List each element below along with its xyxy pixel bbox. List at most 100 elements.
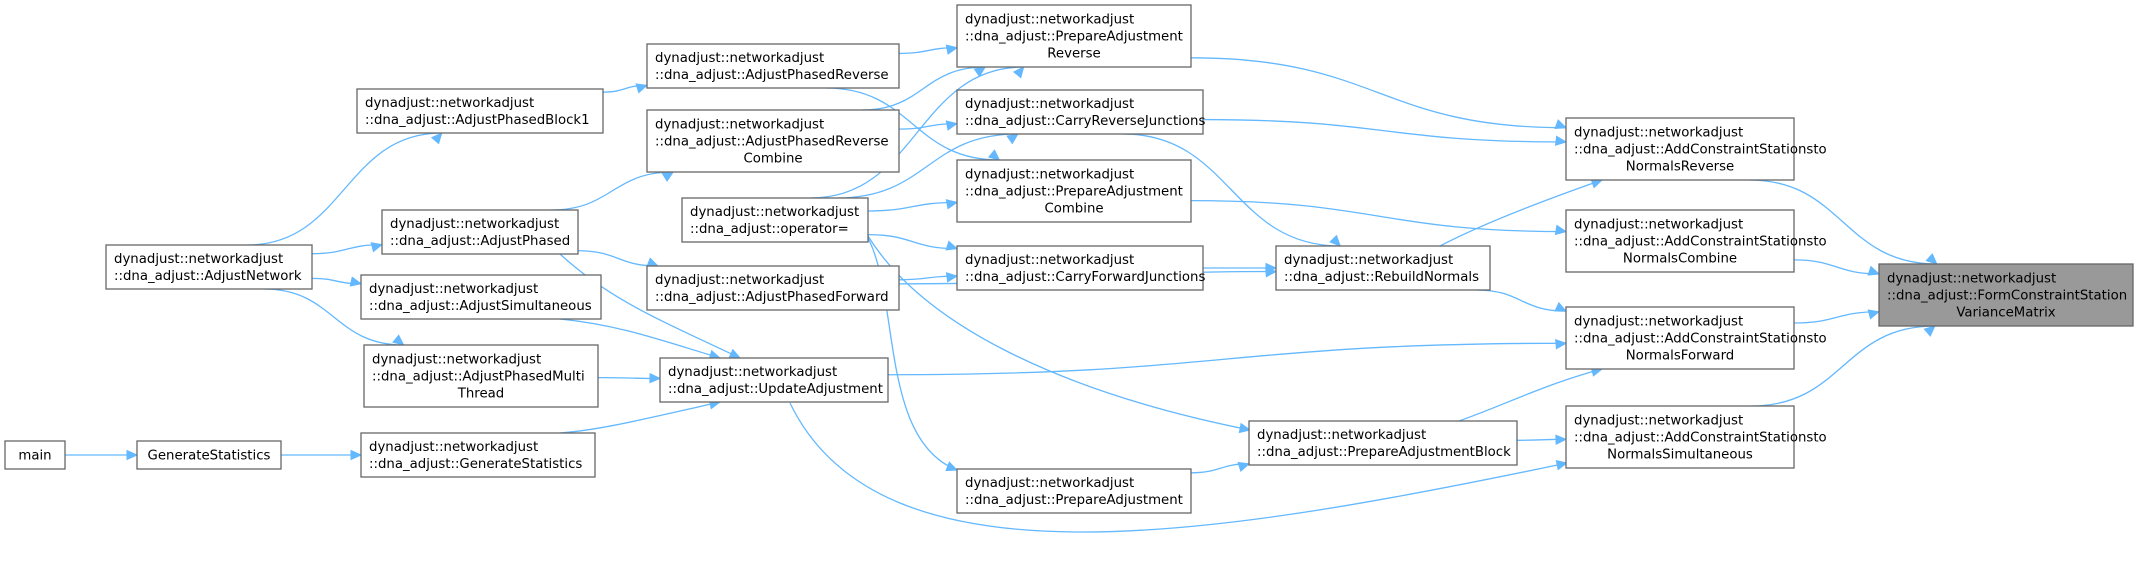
node-aprc[interactable]: dynadjust::networkadjust::dna_adjust::Ad… xyxy=(646,109,900,173)
arrowhead-icon xyxy=(1006,133,1019,145)
node-prep-block[interactable]: dynadjust::networkadjust::dna_adjust::Pr… xyxy=(1248,420,1518,466)
arrowhead-icon xyxy=(1555,459,1569,471)
node-update[interactable]: dynadjust::networkadjust::dna_adjust::Up… xyxy=(659,357,889,403)
node-carry-fwd[interactable]: dynadjust::networkadjust::dna_adjust::Ca… xyxy=(956,245,1205,291)
call-edge-acsn_sim-from-update xyxy=(789,402,1569,533)
node-box xyxy=(659,357,889,403)
node-label-line: dynadjust::networkadjust xyxy=(390,217,559,232)
node-label-line: ::dna_adjust::AdjustPhasedMulti xyxy=(372,370,585,385)
arrowhead-icon xyxy=(1238,422,1252,434)
node-label-line: NormalsForward xyxy=(1626,349,1735,364)
node-label-line: ::dna_adjust::AdjustPhasedBlock1 xyxy=(365,113,590,128)
call-edge-update-from-apmt xyxy=(597,372,662,384)
arrowhead-icon xyxy=(973,66,987,78)
call-edge-carry_rev-from-aprc xyxy=(898,120,959,131)
node-label-line: dynadjust::networkadjust xyxy=(1574,414,1743,429)
arrowhead-icon xyxy=(945,44,959,55)
node-apr[interactable]: dynadjust::networkadjust::dna_adjust::Ad… xyxy=(646,43,900,89)
arrowhead-icon xyxy=(126,449,139,461)
node-label-line: dynadjust::networkadjust xyxy=(1574,315,1743,330)
edge-line xyxy=(810,66,1024,199)
call-edge-apr-from-apb1 xyxy=(602,83,649,94)
edge-line xyxy=(1190,57,1567,129)
node-box xyxy=(646,265,900,311)
node-label-line: dynadjust::networkadjust xyxy=(965,476,1134,491)
node-label-line: dynadjust::networkadjust xyxy=(655,273,824,288)
node-ap[interactable]: dynadjust::networkadjust::dna_adjust::Ad… xyxy=(381,209,579,255)
node-form[interactable]: dynadjust::networkadjust::dna_adjust::Fo… xyxy=(1878,263,2134,327)
node-label-line: ::dna_adjust::AdjustPhasedReverse xyxy=(655,135,889,150)
node-apb1[interactable]: dynadjust::networkadjust::dna_adjust::Ad… xyxy=(356,88,604,134)
node-acsn-rev[interactable]: dynadjust::networkadjust::dna_adjust::Ad… xyxy=(1565,117,1827,181)
node-label-line: dynadjust::networkadjust xyxy=(655,118,824,133)
call-edge-acsn_rev-from-carry_rev xyxy=(1202,118,1568,146)
node-label-line: ::dna_adjust::AdjustPhased xyxy=(390,234,570,249)
arrowhead-icon xyxy=(1867,265,1881,276)
call-edge-carry_fwd-from-operator xyxy=(867,233,959,251)
edge-line xyxy=(861,66,986,111)
node-label-line: dynadjust::networkadjust xyxy=(1284,253,1453,268)
arrowhead-icon xyxy=(945,272,959,283)
node-apmt[interactable]: dynadjust::networkadjust::dna_adjust::Ad… xyxy=(363,344,599,408)
call-edge-rebuild-from-carry_rev xyxy=(1122,133,1342,247)
node-label-line: dynadjust::networkadjust xyxy=(690,205,859,220)
node-main[interactable]: main xyxy=(4,440,66,470)
node-label-line: dynadjust::networkadjust xyxy=(965,253,1134,268)
node-box xyxy=(681,197,869,243)
arrowhead-icon xyxy=(987,149,1001,161)
node-label-line: ::dna_adjust::AdjustNetwork xyxy=(114,269,302,284)
node-box xyxy=(956,245,1204,291)
node-an[interactable]: dynadjust::networkadjust::dna_adjust::Ad… xyxy=(105,244,313,290)
node-as[interactable]: dynadjust::networkadjust::dna_adjust::Ad… xyxy=(360,274,602,320)
arrowhead-icon xyxy=(1554,119,1568,130)
node-carry-rev[interactable]: dynadjust::networkadjust::dna_adjust::Ca… xyxy=(956,89,1205,135)
call-edge-acsn_fwd-from-update xyxy=(887,339,1568,376)
arrowhead-icon xyxy=(1265,266,1278,278)
node-label-line: ::dna_adjust::AdjustPhasedForward xyxy=(655,290,889,305)
call-edge-acsn_fwd-from-rebuild xyxy=(1476,289,1568,312)
edge-line xyxy=(559,318,721,359)
node-label-line: ::dna_adjust::AddConstraintStationsto xyxy=(1574,143,1827,158)
node-label-line: dynadjust::networkadjust xyxy=(1887,272,2056,287)
node-box xyxy=(4,440,66,470)
node-prep-adj[interactable]: dynadjust::networkadjust::dna_adjust::Pr… xyxy=(956,468,1192,514)
node-label-line: ::dna_adjust::AddConstraintStationsto xyxy=(1574,431,1827,446)
edge-line xyxy=(1190,200,1567,233)
edge-line xyxy=(1751,325,1935,407)
node-acsn-fwd[interactable]: dynadjust::networkadjust::dna_adjust::Ad… xyxy=(1565,306,1827,370)
node-box xyxy=(381,209,579,255)
call-edge-prep_comb-from-apr xyxy=(825,87,1001,161)
node-box xyxy=(956,4,1192,68)
edge-line xyxy=(247,132,442,246)
node-label-line: dynadjust::networkadjust xyxy=(965,13,1134,28)
edge-line xyxy=(1202,118,1567,143)
node-box xyxy=(1565,306,1795,370)
node-apf[interactable]: dynadjust::networkadjust::dna_adjust::Ad… xyxy=(646,265,900,311)
edge-line xyxy=(311,244,383,255)
node-gs-member[interactable]: dynadjust::networkadjust::dna_adjust::Ge… xyxy=(360,432,596,478)
arrowhead-icon xyxy=(1554,224,1568,236)
node-box xyxy=(1275,245,1491,291)
node-acsn-sim[interactable]: dynadjust::networkadjust::dna_adjust::Ad… xyxy=(1565,405,1827,469)
call-edge-aprc-from-ap xyxy=(550,171,675,211)
call-edge-form-from-acsn_sim xyxy=(1751,325,1936,407)
call-edge-apf-from-ap xyxy=(577,250,660,268)
edge-line xyxy=(837,133,1018,199)
node-rebuild[interactable]: dynadjust::networkadjust::dna_adjust::Re… xyxy=(1275,245,1491,291)
arrowhead-icon xyxy=(1554,135,1568,146)
node-label-line: ::dna_adjust::FormConstraintStation xyxy=(1887,289,2127,304)
arrowhead-icon xyxy=(728,348,742,359)
node-label-line: ::dna_adjust::CarryForwardJunctions xyxy=(965,270,1205,285)
arrowhead-icon xyxy=(370,242,384,253)
node-prep-rev[interactable]: dynadjust::networkadjust::dna_adjust::Pr… xyxy=(956,4,1192,68)
edge-line xyxy=(887,342,1567,376)
call-edge-prep_rev-from-operator xyxy=(810,66,1025,199)
node-label-line: ::dna_adjust::AdjustPhasedReverse xyxy=(655,68,889,83)
arrowhead-icon xyxy=(1237,461,1251,472)
node-operator[interactable]: dynadjust::networkadjust::dna_adjust::op… xyxy=(681,197,869,243)
node-label-line: ::dna_adjust::PrepareAdjustment xyxy=(965,185,1183,200)
node-prep-comb[interactable]: dynadjust::networkadjust::dna_adjust::Pr… xyxy=(956,159,1192,223)
node-gs[interactable]: GenerateStatistics xyxy=(136,440,282,470)
node-acsn-comb[interactable]: dynadjust::networkadjust::dna_adjust::Ad… xyxy=(1565,209,1827,273)
call-edge-prep_rev-from-apr xyxy=(898,44,959,55)
